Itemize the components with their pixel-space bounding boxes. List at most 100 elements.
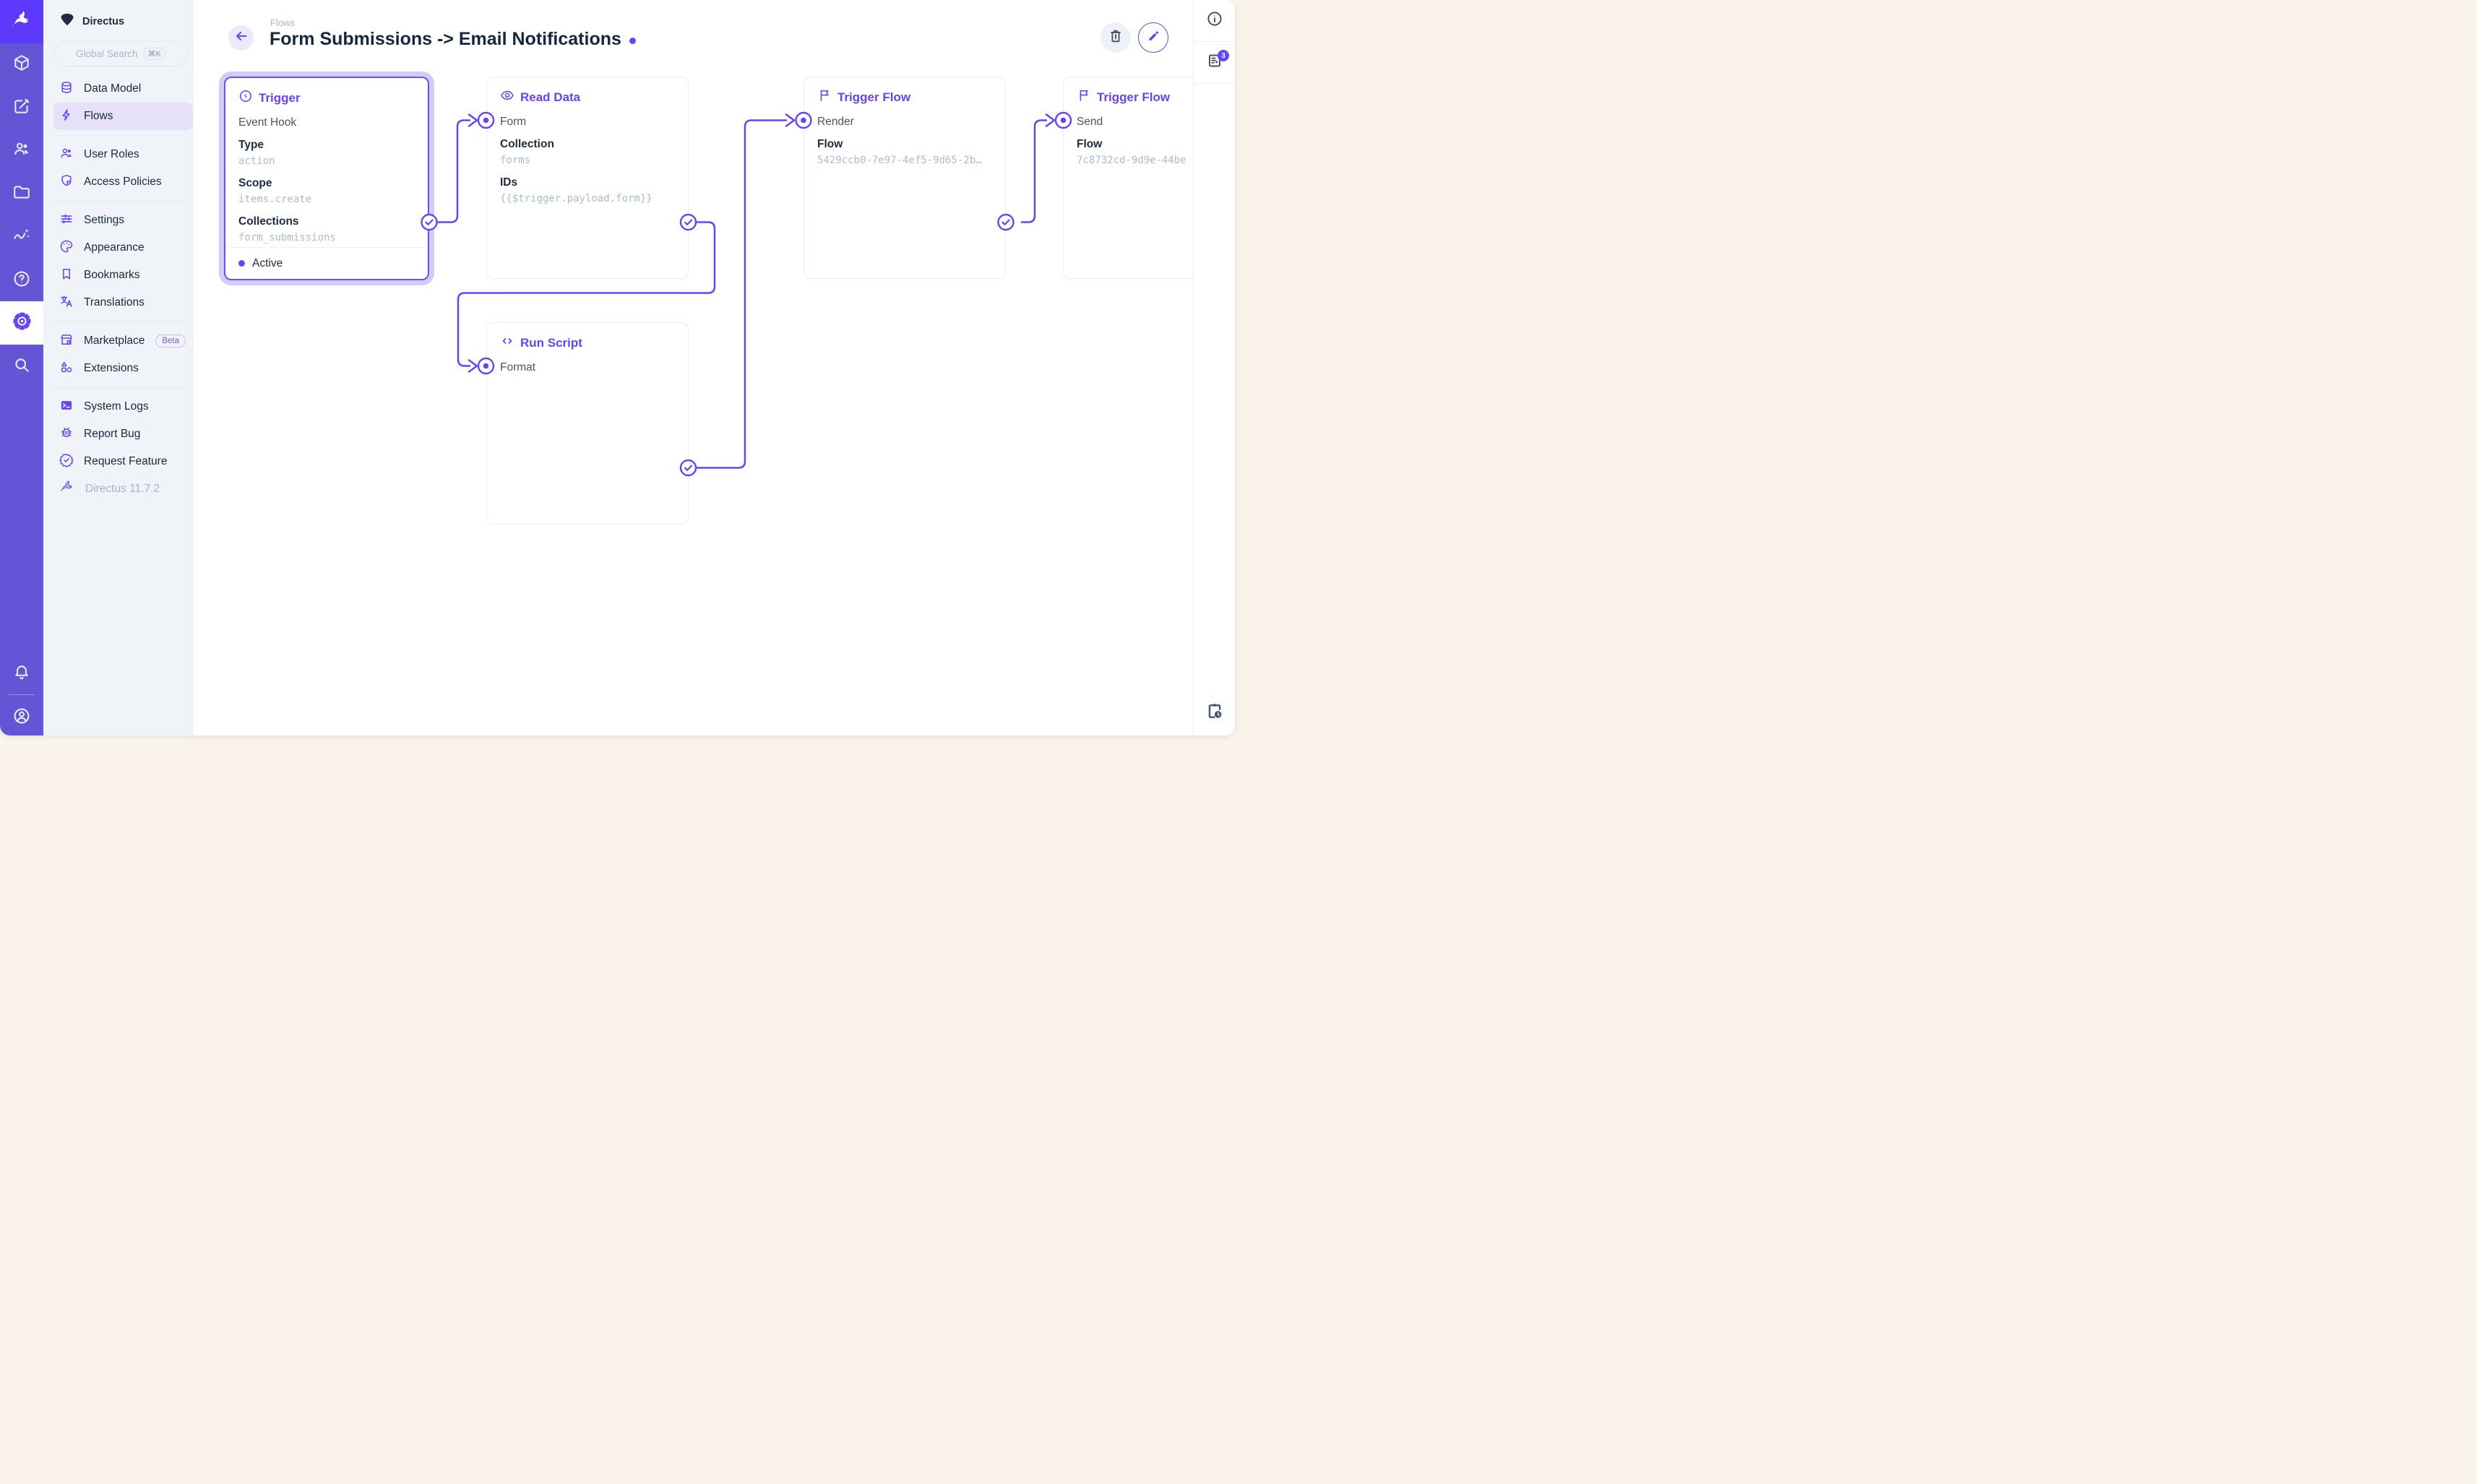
eye-icon bbox=[500, 88, 514, 106]
search-shortcut-badge: ⌘K bbox=[143, 48, 165, 60]
sidebar-item-appearance[interactable]: Appearance bbox=[43, 234, 193, 262]
translate-icon bbox=[59, 294, 74, 312]
directus-rabbit-icon bbox=[59, 480, 75, 499]
delete-flow-button[interactable] bbox=[1100, 22, 1131, 53]
module-users-button[interactable] bbox=[0, 129, 43, 172]
search-icon bbox=[12, 355, 31, 378]
version-label: Directus 11.7.2 bbox=[85, 483, 160, 495]
edit-square-icon bbox=[12, 97, 31, 119]
trigger-flow-panel-title: Trigger Flow bbox=[804, 77, 1005, 106]
sidebar-item-system-logs[interactable]: System Logs bbox=[43, 393, 193, 420]
avatar-icon bbox=[12, 707, 31, 729]
sidebar-item-extensions[interactable]: Extensions bbox=[43, 355, 193, 382]
sliders-icon bbox=[59, 212, 74, 230]
logs-sidebar-button[interactable]: 3 bbox=[1194, 42, 1235, 84]
edit-flow-button[interactable] bbox=[1138, 22, 1168, 53]
bolt-circle-icon bbox=[238, 89, 253, 107]
arrow-left-icon bbox=[233, 28, 249, 48]
logs-icon bbox=[1206, 52, 1223, 73]
beta-badge: Beta bbox=[155, 335, 186, 348]
settings-nav-list: Data Model Flows User Roles Access Polic… bbox=[43, 75, 194, 503]
module-search-button[interactable] bbox=[0, 345, 43, 388]
bolt-icon bbox=[59, 108, 74, 126]
logs-count-badge: 3 bbox=[1218, 50, 1229, 61]
module-insights-button[interactable] bbox=[0, 215, 43, 259]
pending-revisions-button[interactable] bbox=[1194, 696, 1235, 728]
shapes-icon bbox=[59, 360, 74, 378]
node-name: Form bbox=[500, 116, 527, 128]
sidebar-item-report-bug[interactable]: Report Bug bbox=[43, 420, 193, 448]
right-sidebar: 3 bbox=[1193, 0, 1235, 735]
terminal-icon bbox=[59, 398, 74, 416]
node-name: Format bbox=[500, 361, 536, 374]
sidebar-item-settings[interactable]: Settings bbox=[43, 207, 193, 234]
search-placeholder: Global Search bbox=[76, 48, 138, 59]
module-editor-button[interactable] bbox=[0, 86, 43, 129]
status-badge: Active bbox=[252, 256, 283, 269]
help-icon bbox=[12, 269, 31, 292]
flag-icon bbox=[817, 88, 832, 106]
sidebar-item-access-policies[interactable]: Access Policies bbox=[43, 168, 193, 196]
flow-node-trigger[interactable]: Trigger Event Hook Type action Scope ite… bbox=[224, 77, 429, 280]
project-name: Directus bbox=[82, 15, 125, 27]
flag-icon bbox=[1077, 88, 1091, 106]
sidebar-item-translations[interactable]: Translations bbox=[43, 289, 193, 316]
trigger-flow-panel-title: Trigger Flow bbox=[1064, 77, 1235, 106]
module-settings-button[interactable] bbox=[0, 301, 43, 345]
flow-node-trigger-flow-render[interactable]: Trigger Flow Render Flow 5429ccb0-7e97-4… bbox=[804, 77, 1006, 279]
page-title: Form Submissions -> Email Notifications bbox=[270, 29, 636, 50]
app-window: Flows Form Submissions -> Email Notifica… bbox=[0, 0, 1235, 735]
unsaved-indicator-dot bbox=[629, 38, 636, 44]
bug-icon bbox=[59, 426, 74, 444]
gear-icon bbox=[12, 311, 32, 335]
project-header[interactable]: Directus bbox=[43, 0, 194, 31]
divider bbox=[53, 387, 184, 388]
module-content-button[interactable] bbox=[0, 43, 43, 86]
trigger-panel-title: Trigger bbox=[225, 78, 428, 107]
module-files-button[interactable] bbox=[0, 172, 43, 215]
trigger-type: Event Hook bbox=[238, 116, 297, 129]
flow-node-run-script[interactable]: Run Script Format bbox=[486, 322, 689, 525]
node-name: Send bbox=[1077, 116, 1103, 128]
pencil-icon bbox=[1145, 28, 1161, 48]
sidebar-item-request-feature[interactable]: Request Feature bbox=[43, 448, 193, 475]
directus-logo[interactable] bbox=[0, 0, 43, 43]
bookmark-icon bbox=[59, 267, 74, 285]
account-button[interactable] bbox=[0, 696, 43, 735]
divider bbox=[53, 135, 184, 136]
version-row: Directus 11.7.2 bbox=[43, 475, 193, 503]
flow-node-read-data[interactable]: Read Data Form Collection forms IDs {{$t… bbox=[486, 77, 689, 279]
active-status-dot bbox=[238, 260, 245, 267]
info-sidebar-button[interactable] bbox=[1194, 0, 1235, 42]
folder-icon bbox=[12, 183, 31, 205]
read-data-panel-title: Read Data bbox=[487, 77, 688, 106]
code-icon bbox=[500, 334, 514, 352]
global-search-input[interactable]: Global Search ⌘K bbox=[53, 41, 188, 66]
run-script-panel-title: Run Script bbox=[487, 323, 688, 352]
divider bbox=[9, 694, 35, 695]
box-icon bbox=[12, 53, 31, 76]
module-bar bbox=[0, 0, 43, 735]
back-button[interactable] bbox=[228, 25, 254, 51]
trash-icon bbox=[1108, 28, 1124, 48]
sidebar-item-bookmarks[interactable]: Bookmarks bbox=[43, 262, 193, 289]
node-name: Render bbox=[817, 116, 854, 128]
storefront-icon bbox=[59, 332, 74, 350]
palette-icon bbox=[59, 239, 74, 257]
breadcrumb[interactable]: Flows bbox=[270, 17, 295, 28]
users-icon bbox=[12, 139, 31, 162]
database-icon bbox=[59, 80, 74, 98]
users-icon bbox=[59, 146, 74, 164]
navigation-sidebar: Directus Global Search ⌘K Data Model Flo… bbox=[43, 0, 194, 735]
sidebar-item-marketplace[interactable]: Marketplace Beta bbox=[43, 327, 193, 355]
project-logo-icon bbox=[59, 12, 75, 31]
insights-icon bbox=[12, 226, 31, 249]
divider bbox=[53, 201, 184, 202]
clipboard-clock-icon bbox=[1205, 702, 1224, 724]
sidebar-item-data-model[interactable]: Data Model bbox=[43, 75, 193, 103]
trigger-status: Active bbox=[225, 247, 428, 279]
notifications-button[interactable] bbox=[0, 652, 43, 696]
sidebar-item-flows[interactable]: Flows bbox=[53, 103, 193, 130]
sidebar-item-user-roles[interactable]: User Roles bbox=[43, 141, 193, 168]
module-help-button[interactable] bbox=[0, 259, 43, 302]
